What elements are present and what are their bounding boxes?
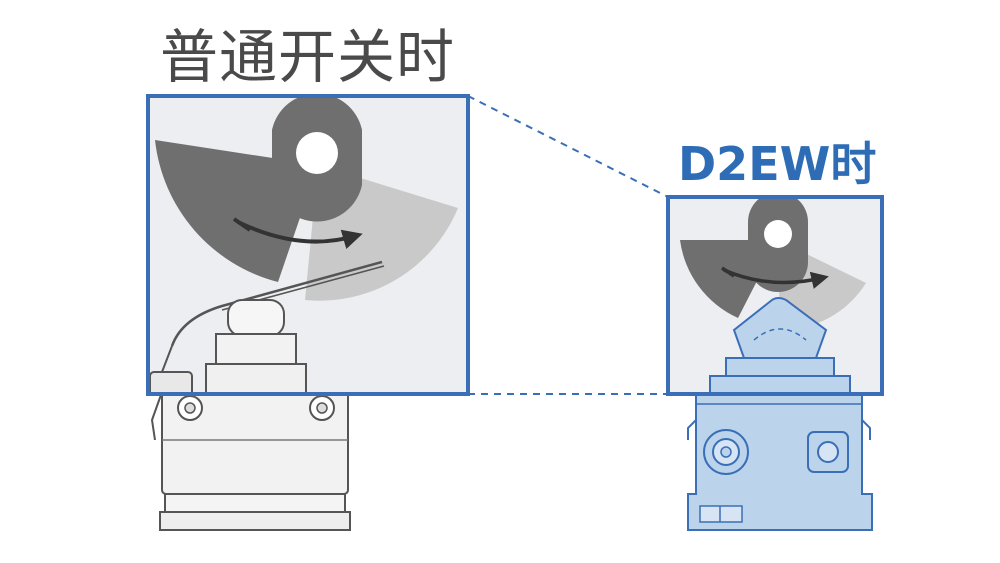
d2ew-zoom-box xyxy=(666,195,884,396)
normal-switch-title: 普通开关时 xyxy=(160,23,456,91)
zoom-connector-lines xyxy=(467,95,669,395)
rotation-arrow-icon xyxy=(237,220,363,249)
normal-switch-zoom-box xyxy=(146,94,470,396)
d2ew-title: D2EW时 xyxy=(678,137,877,191)
d2ew-switch-body xyxy=(687,391,873,531)
normal-switch-body xyxy=(150,391,351,531)
